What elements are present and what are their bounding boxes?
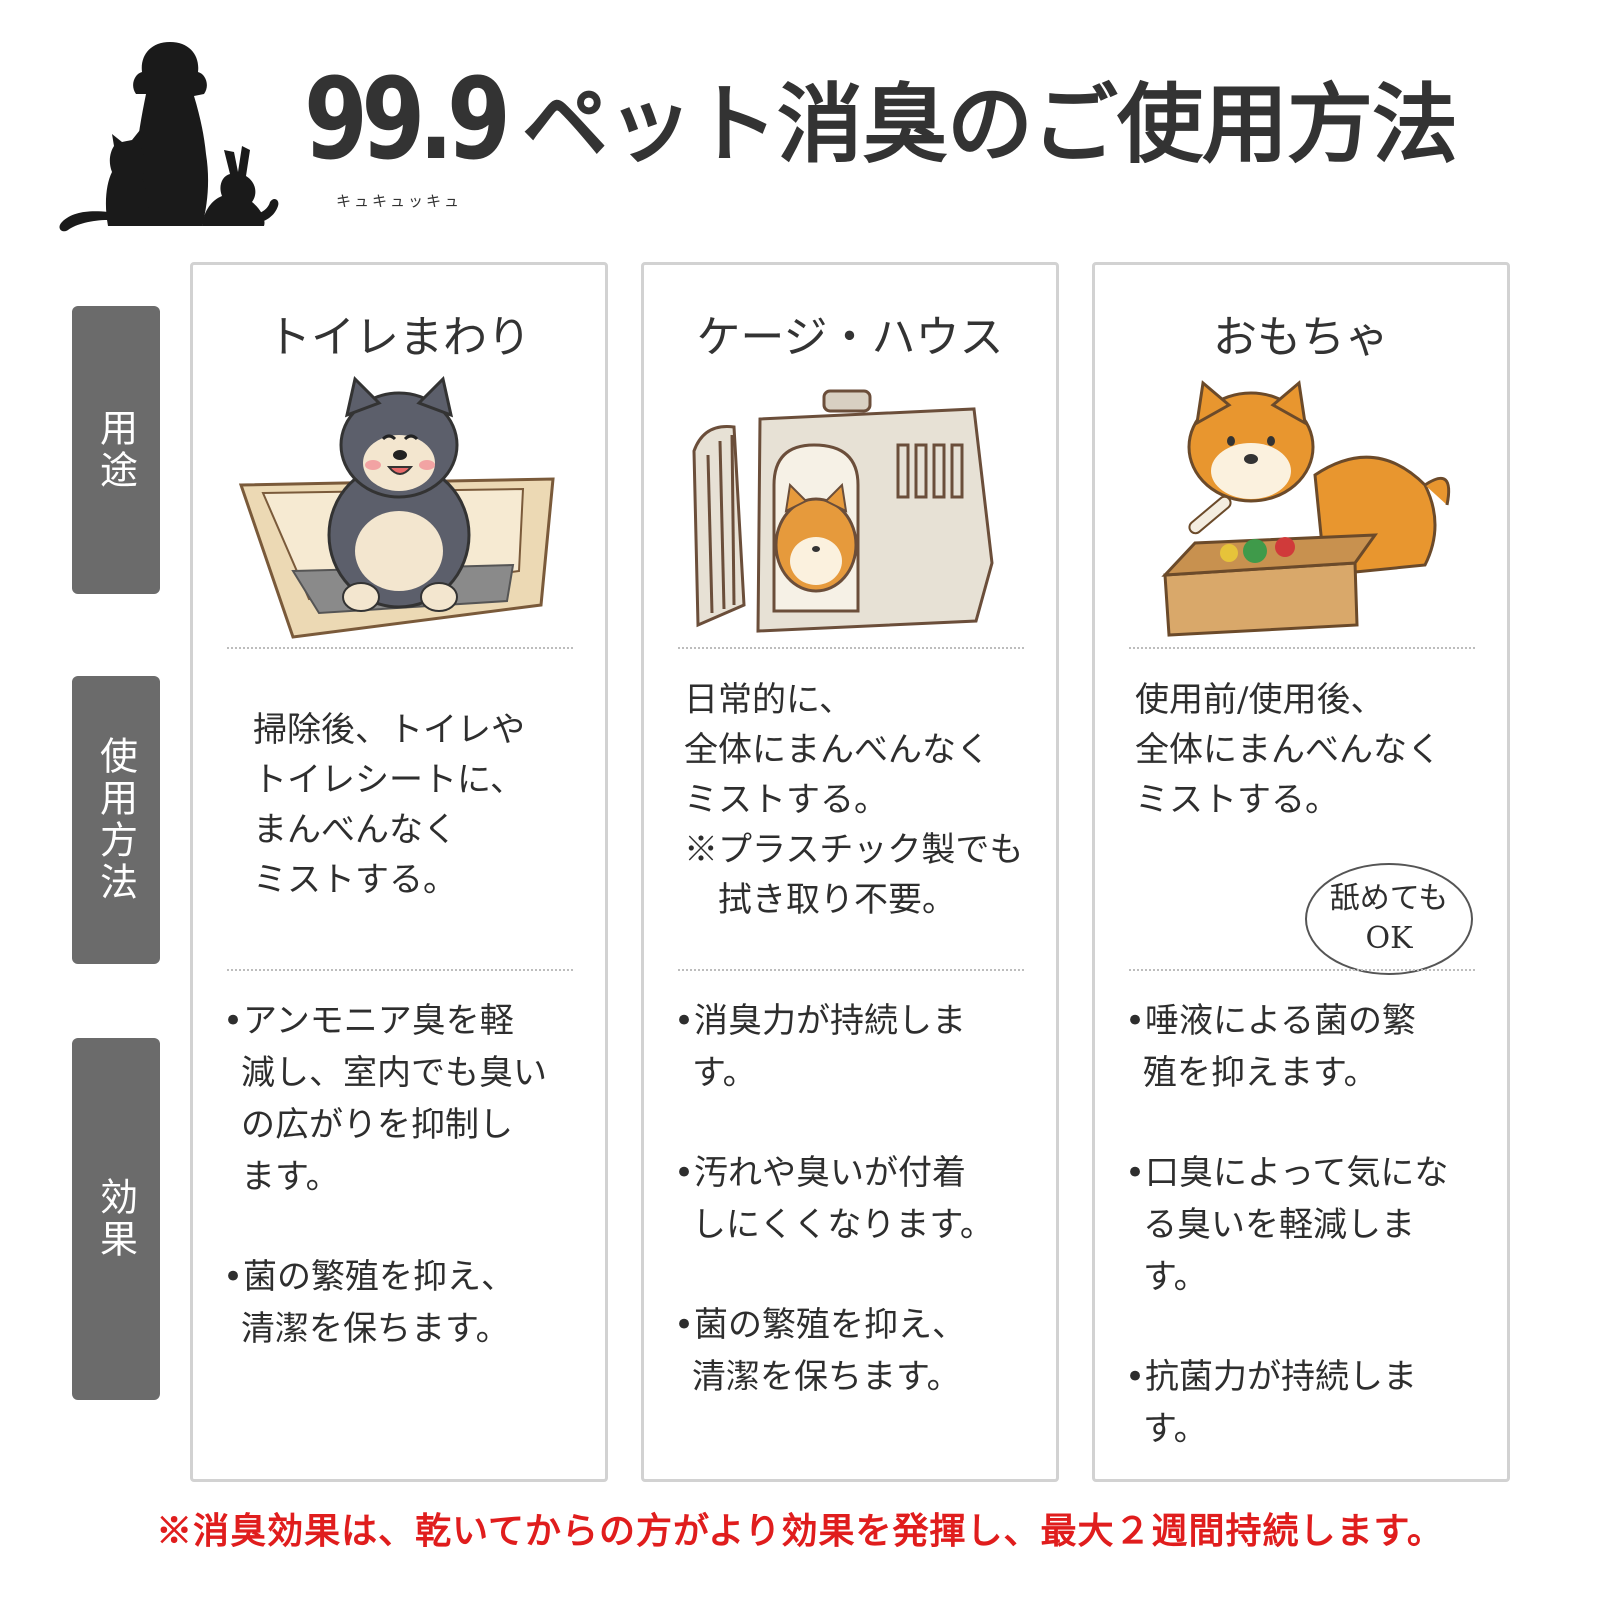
usage-line: トイレシートに、 [253,760,524,800]
pet-carrier-icon [692,389,994,633]
usage-line: 使用前/使用後、 [1135,680,1385,720]
brand-number: 99.9 [304,55,511,185]
effect-item: •口臭によって気にな る臭いを軽減しま す。 [1125,1147,1448,1303]
column-toys: おもちゃ 使用前/使用後、 全体にまんべんなく ミストする。 舐めても OK •… [1092,262,1510,1482]
effect-line: •抗菌力が持続しま [1125,1357,1418,1397]
effect-item: •菌の繁殖を抑え、 清潔を保ちます。 [674,1299,994,1403]
column-title: ケージ・ハウス [696,312,1004,363]
row-label-method: 使用方法 [72,676,160,964]
pet-silhouette-logo-icon [59,42,279,232]
usage-line: 全体にまんべんなく [1135,730,1441,770]
effect-item: •汚れや臭いが付着 しにくくなります。 [674,1147,994,1251]
effect-line: 清潔を保ちます。 [692,1357,961,1397]
divider [227,647,573,649]
usage-line: ※プラスチック製でも [684,830,1024,870]
row-label-purpose-text: 用途 [93,408,138,492]
effect-line: る臭いを軽減しま [1143,1205,1415,1245]
effects-list: •唾液による菌の繁 殖を抑えます。 •口臭によって気にな る臭いを軽減しま す。… [1125,995,1448,1503]
usage-line: ミストする。 [684,780,888,820]
effect-line: •消臭力が持続しま [674,1001,967,1041]
usage-text: 日常的に、 全体にまんべんなく ミストする。 ※プラスチック製でも 拭き取り不要… [684,675,1023,925]
effects-list: •消臭力が持続しま す。 •汚れや臭いが付着 しにくくなります。 •菌の繁殖を抑… [674,995,994,1451]
lick-safe-badge: 舐めても OK [1305,863,1473,975]
effect-line: ます。 [241,1157,340,1197]
divider [1129,647,1475,649]
footer-note: ※消臭効果は、乾いてからの方がより効果を発揮し、最大２週間持続します。 [156,1510,1444,1552]
effects-list: •アンモニア臭を軽 減し、室内でも臭い の広がりを抑制し ます。 •菌の繁殖を抑… [223,995,547,1403]
usage-line: 日常的に、 [684,680,853,720]
row-label-effect: 効果 [72,1038,160,1400]
effect-item: •菌の繁殖を抑え、 清潔を保ちます。 [223,1251,547,1355]
column-toilet: トイレまわり 掃除後、トイレや トイレシートに、 まんべんなく ミストする。 •… [190,262,608,1482]
effect-line: す。 [1143,1409,1208,1449]
usage-text: 使用前/使用後、 全体にまんべんなく ミストする。 [1135,675,1441,825]
effect-item: •消臭力が持続しま す。 [674,995,994,1099]
dog-toy-box-icon [1161,380,1451,637]
usage-line: まんべんなく [253,810,457,850]
usage-line: 掃除後、トイレや [253,710,525,750]
effect-line: •唾液による菌の繁 [1125,1001,1417,1041]
divider [678,969,1024,971]
page-title: ペット消臭のご使用方法 [522,75,1458,175]
effect-item: •アンモニア臭を軽 減し、室内でも臭い の広がりを抑制し ます。 [223,995,547,1203]
brand-reading: キュキュッキュ [336,192,463,210]
divider [678,647,1024,649]
divider [227,969,573,971]
column-cage: ケージ・ハウス 日常的に、 全体にまんべんなく ミストする。 ※プラスチック製で… [641,262,1059,1482]
effect-line: 殖を抑えます。 [1143,1053,1378,1093]
usage-line: ミストする。 [253,860,457,900]
row-label-effect-text: 効果 [93,1177,138,1261]
header: 99.9 キュキュッキュ ペット消臭のご使用方法 [0,0,1600,240]
effect-line: •アンモニア臭を軽 [223,1001,514,1041]
effect-line: •菌の繁殖を抑え、 [674,1305,967,1345]
effect-line: 減し、室内でも臭い [241,1053,547,1093]
effect-line: の広がりを抑制し [241,1105,513,1145]
dog-toilet-tray-icon [238,376,555,639]
effect-line: •口臭によって気にな [1125,1153,1449,1193]
column-title: おもちゃ [1213,312,1389,363]
effect-item: •抗菌力が持続しま す。 [1125,1351,1448,1455]
effect-item: •唾液による菌の繁 殖を抑えます。 [1125,995,1448,1099]
row-label-method-text: 使用方法 [93,736,138,904]
effect-line: •汚れや臭いが付着 [674,1153,967,1193]
effect-line: す。 [1143,1257,1208,1297]
effect-line: しにくくなります。 [692,1205,994,1245]
usage-line: 全体にまんべんなく [684,730,990,770]
effect-line: す。 [692,1053,757,1093]
usage-line: 拭き取り不要。 [684,880,956,920]
badge-line: 舐めても [1329,881,1449,916]
effect-line: 清潔を保ちます。 [241,1309,510,1349]
effect-line: •菌の繁殖を抑え、 [223,1257,516,1297]
usage-line: ミストする。 [1135,780,1339,820]
divider [1129,969,1475,971]
row-label-purpose: 用途 [72,306,160,594]
usage-text: 掃除後、トイレや トイレシートに、 まんべんなく ミストする。 [253,705,525,905]
column-title: トイレまわり [267,312,531,363]
badge-line: OK [1365,921,1413,956]
